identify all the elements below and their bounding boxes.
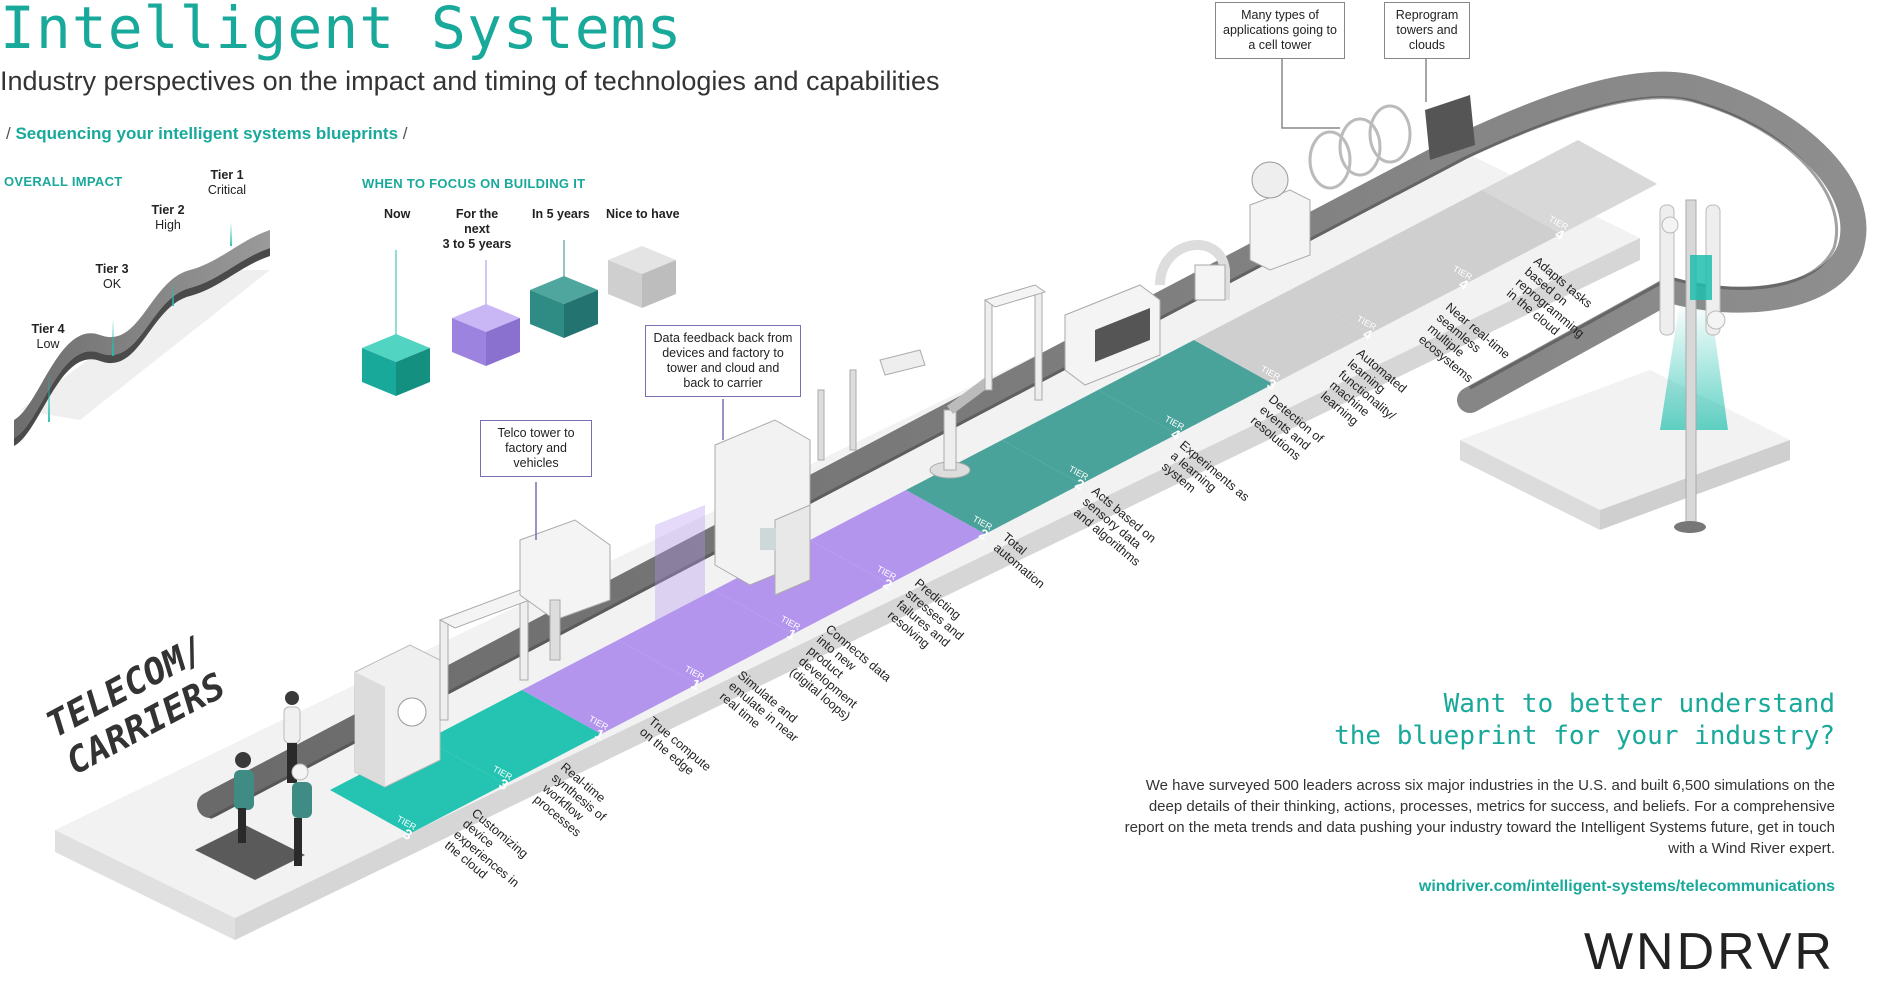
- tier-segment: [426, 690, 602, 784]
- cta-title-line-2: the blueprint for your industry?: [1334, 721, 1835, 751]
- tier2-level: High: [155, 218, 181, 232]
- tier2-name: Tier 2: [151, 203, 185, 217]
- tier3-name: Tier 3: [95, 262, 129, 276]
- tier1-level: Critical: [207, 183, 247, 197]
- page-subtitle: Industry perspectives on the impact and …: [0, 66, 940, 96]
- tier-segment: [1002, 390, 1178, 484]
- sequence-heading: / Sequencing your intelligent systems bl…: [6, 124, 408, 144]
- tier4-level: Low: [36, 337, 60, 351]
- focus-now-label: Now: [384, 207, 411, 221]
- tier4-name: Tier 4: [31, 322, 65, 336]
- tier-segment: [810, 490, 986, 584]
- machine-gate-1: [714, 419, 811, 596]
- slash-right: /: [402, 124, 408, 143]
- cta-title-line-1: Want to better understand: [1443, 689, 1835, 719]
- tier-segment: [1386, 190, 1562, 284]
- tier-segment: [1290, 240, 1466, 334]
- robot-arm-1: [817, 349, 926, 461]
- focus-cube-now: [362, 250, 430, 396]
- tier-segment: [714, 540, 890, 634]
- focus-cube-nice: [608, 246, 676, 308]
- machine-display-box: [1064, 284, 1161, 386]
- callout-feedback: Data feedback back from devices and fact…: [645, 325, 801, 397]
- people-group: [195, 691, 312, 880]
- machine-frame-1: [438, 589, 537, 721]
- purple-light-beam: [655, 505, 705, 650]
- slash-left: /: [6, 124, 11, 143]
- tier-segment: [522, 640, 698, 734]
- tier-segment: [330, 740, 506, 834]
- focus-heading: WHEN TO FOCUS ON BUILDING IT: [362, 176, 586, 191]
- machine-globe-box: [1249, 161, 1311, 271]
- tier-segment: [1482, 140, 1658, 234]
- machine-frame-2: [983, 284, 1047, 401]
- focus-cube-5years: [530, 240, 598, 338]
- tier-segments: TIER3TIER3TIER1TIER1TIER1TIER2TIER2TIER2…: [330, 140, 1658, 843]
- machine-cloud-screen: [1425, 95, 1475, 160]
- focus-nice-label: Nice to have: [606, 207, 680, 221]
- tier1-name: Tier 1: [210, 168, 244, 182]
- machine-hexagon-cover: [519, 519, 611, 661]
- cell-tower: [1659, 199, 1726, 533]
- callout-telco: Telco tower to factory and vehicles: [480, 420, 592, 477]
- tier-segment: [1098, 340, 1274, 434]
- tier3-level: OK: [102, 277, 122, 291]
- sequence-label: Sequencing your intelligent systems blue…: [15, 124, 399, 143]
- machine-ring-tunnel: [1308, 104, 1412, 190]
- impact-heading: OVERALL IMPACT: [4, 174, 123, 189]
- impact-ribbon-graphic: [14, 222, 270, 446]
- callout-apps: Many types of applications going to a ce…: [1215, 2, 1345, 59]
- cta-body: We have surveyed 500 leaders across six …: [1124, 777, 1835, 857]
- focus-cube-3to5: [452, 260, 520, 366]
- cta-link[interactable]: windriver.com/intelligent-systems/teleco…: [1418, 878, 1835, 895]
- tier-segment: [906, 440, 1082, 534]
- focus-5years-label: In 5 years: [532, 207, 590, 221]
- focus-cubes-graphic: [362, 240, 676, 396]
- cta-title: Want to better understand the blueprint …: [1334, 688, 1835, 752]
- machine-arch: [1155, 240, 1230, 301]
- tier-segment: [618, 590, 794, 684]
- page-title: Intelligent Systems: [0, 0, 683, 62]
- callout-reprogram: Reprogram towers and clouds: [1384, 2, 1470, 59]
- tier-segment: [1194, 290, 1370, 384]
- robot-arm-2: [929, 376, 993, 479]
- machine-scanner: [354, 644, 441, 788]
- wind-river-logo: WNDRVR: [1583, 923, 1835, 981]
- focus-3to5-label: For the next 3 to 5 years: [442, 207, 512, 251]
